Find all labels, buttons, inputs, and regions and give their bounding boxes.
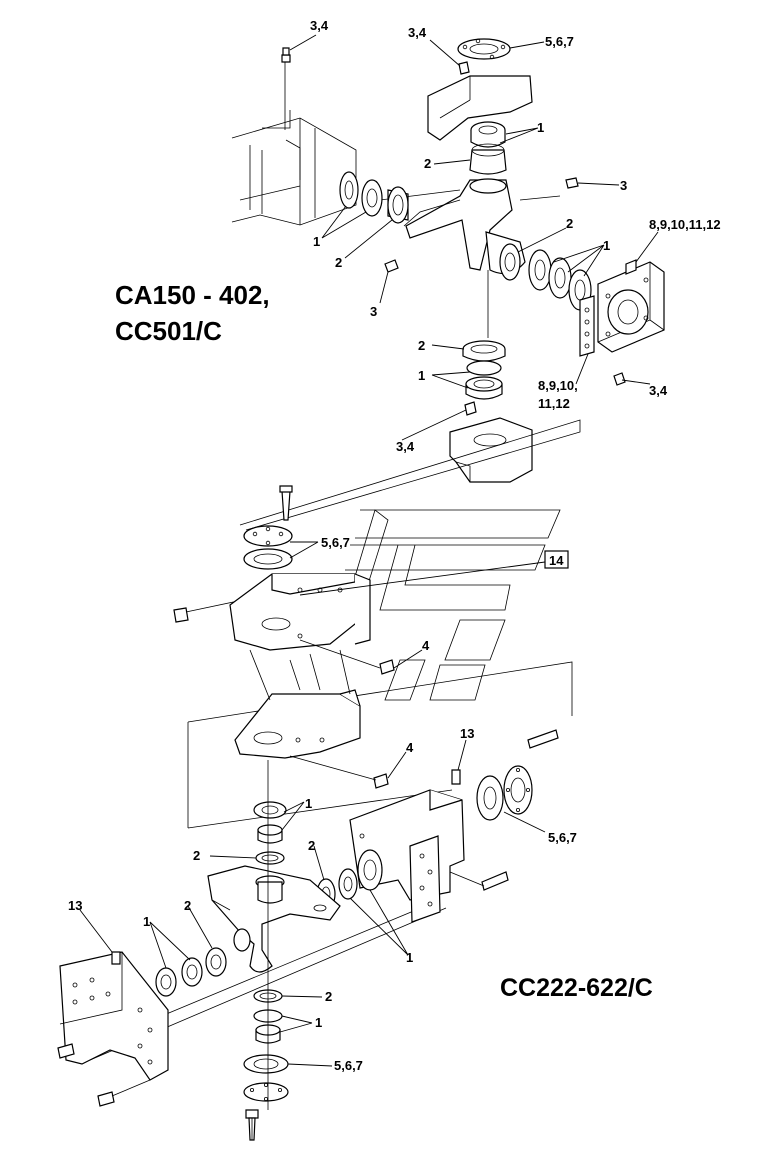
bolt-left-lower (57, 1043, 151, 1107)
callout-3-4: 3,4 (396, 439, 415, 454)
model-label-line-1: CA150 - 402, (115, 280, 270, 310)
frame-lower (234, 649, 361, 759)
grease-nipple (289, 755, 389, 789)
ring-bottom (462, 340, 506, 362)
callout-1: 1 (313, 234, 320, 249)
middle-assembly (173, 419, 581, 829)
lower-assembly (57, 729, 559, 1141)
callout-2: 2 (308, 838, 315, 853)
bearings-bottom (465, 360, 503, 400)
frame-upper (229, 573, 371, 651)
frame-bracket (231, 60, 357, 226)
callout-1: 1 (406, 950, 413, 965)
ring-top (469, 143, 507, 175)
seal-plate-mid (243, 525, 293, 570)
callout-1: 1 (143, 914, 150, 929)
ring-right (499, 243, 521, 281)
grease-nipple (458, 61, 470, 75)
outline-plane-top (239, 419, 581, 531)
callout-3: 3 (370, 304, 377, 319)
callout-11-12: 11,12 (538, 396, 570, 411)
seal-plates-right (476, 765, 533, 821)
callout-5-6-7: 5,6,7 (545, 34, 574, 49)
callout-4: 4 (422, 638, 430, 653)
callout-4: 4 (406, 740, 414, 755)
callout-2: 2 (566, 216, 573, 231)
shim-strip (579, 295, 595, 357)
bolt-bracket-right (449, 871, 509, 891)
callout-8-9-10-11-12: 8,9,10,11,12 (649, 217, 721, 232)
outline-plane-edge (187, 789, 453, 829)
grease-nipple (613, 372, 626, 386)
knuckle-arm-bottom (449, 417, 533, 483)
steering-knuckle-lower (207, 865, 341, 973)
callout-2: 2 (193, 848, 200, 863)
callout-5-6-7: 5,6,7 (548, 830, 577, 845)
callout-2: 2 (184, 898, 191, 913)
callout-labels: 3,4 3,4 5,6,7 1 2 3 1 2 3 8,9,10,11,12 2… (68, 18, 721, 1073)
upper-assembly (231, 38, 665, 483)
bolt-bottom (245, 1109, 259, 1141)
bearing-top (470, 121, 506, 148)
ring-left (387, 186, 409, 224)
callout-8-9-10: 8,9,10, (538, 378, 578, 393)
model-label-lower: CC222-622/C (500, 974, 653, 1002)
callout-3-4: 3,4 (408, 25, 427, 40)
callout-1: 1 (315, 1015, 322, 1030)
callout-3: 3 (620, 178, 627, 193)
callout-1: 1 (603, 238, 610, 253)
grease-nipple (565, 177, 579, 189)
bearings-left (339, 171, 383, 217)
callout-3-4: 3,4 (649, 383, 668, 398)
grease-nipple (299, 639, 395, 675)
grease-nipple (111, 951, 121, 965)
hub-plate-right (597, 259, 665, 353)
callout-1: 1 (305, 796, 312, 811)
bearings-mid (338, 849, 383, 900)
bearings-knuckle-top (253, 801, 287, 844)
ring-left-lower (205, 947, 227, 977)
knuckle-arm-top (427, 75, 533, 141)
callout-1: 1 (537, 120, 544, 135)
callout-2: 2 (418, 338, 425, 353)
callout-1: 1 (418, 368, 425, 383)
grease-nipple (464, 401, 477, 416)
bearings-right (528, 249, 592, 311)
callout-5-6-7: 5,6,7 (334, 1058, 363, 1073)
ring-knuckle-top (255, 851, 285, 865)
leader-lines (79, 34, 659, 1067)
callout-13: 13 (460, 726, 474, 741)
model-label-line-2: CC501/C (115, 316, 222, 346)
grease-nipple (451, 769, 461, 785)
callout-box-14 (544, 550, 569, 569)
callout-2: 2 (325, 989, 332, 1004)
callout-5-6-7: 5,6,7 (321, 535, 350, 550)
callout-13: 13 (68, 898, 82, 913)
mounting-plate-left (59, 951, 169, 1081)
bolt-bracket-top (527, 729, 559, 749)
grease-nipple (281, 47, 291, 63)
callout-14: 14 (549, 553, 564, 568)
callout-2: 2 (424, 156, 431, 171)
bolt-top (279, 485, 293, 521)
callout-2: 2 (335, 255, 342, 270)
grease-nipple (384, 259, 399, 273)
callout-3-4: 3,4 (310, 18, 329, 33)
seal-plates-bottom (243, 1054, 289, 1102)
bearings-left-lower (155, 957, 203, 997)
